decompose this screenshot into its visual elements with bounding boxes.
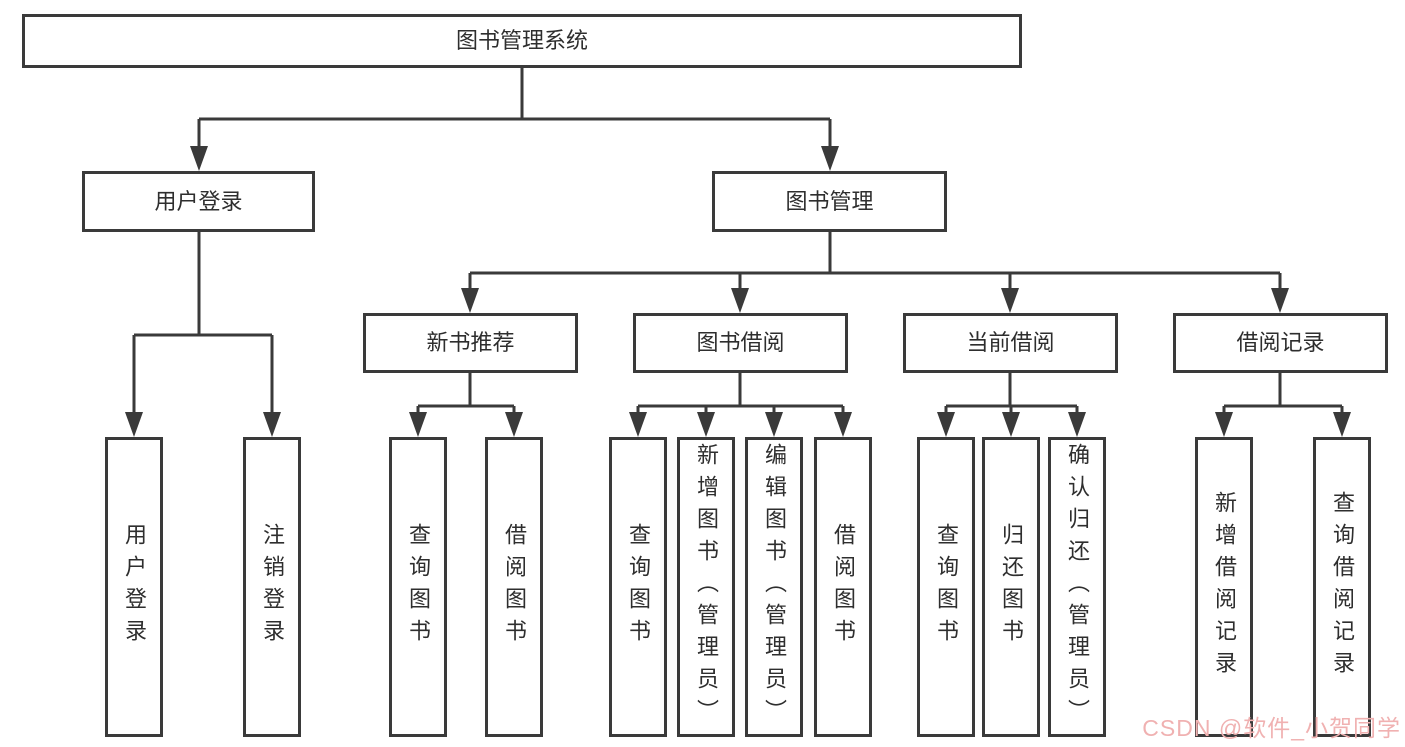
connector-book-borrow: [636, 373, 845, 414]
connector-book-mgmt: [468, 232, 1282, 290]
node-bb-query-book-label: 查询图书: [626, 523, 651, 651]
node-br-query-record: 查询借阅记录: [1313, 437, 1371, 737]
node-cb-confirm-return: 确认归还（管理员）: [1048, 437, 1106, 737]
node-cb-return-book: 归还图书: [982, 437, 1040, 737]
node-book-borrow: 图书借阅: [633, 313, 848, 373]
node-current-borrow-label: 当前借阅: [966, 330, 1055, 355]
node-cb-confirm-return-label: 确认归还（管理员）: [1065, 443, 1090, 731]
node-root: 图书管理系统: [22, 14, 1022, 68]
connector-user-login: [132, 232, 274, 414]
node-bb-add-book-label: 新增图书（管理员）: [694, 443, 719, 731]
node-bb-add-book: 新增图书（管理员）: [677, 437, 735, 737]
node-new-book-rec-label: 新书推荐: [426, 330, 515, 355]
node-borrow-records-label: 借阅记录: [1236, 330, 1325, 355]
node-root-label: 图书管理系统: [455, 28, 588, 53]
node-br-query-record-label: 查询借阅记录: [1330, 491, 1355, 683]
node-book-mgmt: 图书管理: [712, 171, 947, 232]
node-bb-query-book: 查询图书: [609, 437, 667, 737]
node-user-login-label: 用户登录: [154, 188, 243, 214]
connector-new-book-rec: [416, 373, 516, 414]
node-cb-return-book-label: 归还图书: [999, 523, 1024, 651]
node-nb-borrow-book: 借阅图书: [485, 437, 543, 737]
arrowheads: [125, 146, 1351, 437]
node-nb-query-book: 查询图书: [389, 437, 447, 737]
node-borrow-records: 借阅记录: [1173, 313, 1388, 373]
node-ul-logout-label: 注销登录: [260, 523, 285, 651]
node-br-add-record-label: 新增借阅记录: [1212, 491, 1237, 683]
node-cb-query-book-label: 查询图书: [934, 523, 959, 651]
node-new-book-rec: 新书推荐: [363, 313, 578, 373]
connector-current-borrow: [944, 373, 1079, 414]
node-bb-borrow-book-label: 借阅图书: [831, 523, 856, 651]
node-br-add-record: 新增借阅记录: [1195, 437, 1253, 737]
node-bb-borrow-book: 借阅图书: [814, 437, 872, 737]
node-book-borrow-label: 图书借阅: [696, 330, 785, 355]
node-current-borrow: 当前借阅: [903, 313, 1118, 373]
node-cb-query-book: 查询图书: [917, 437, 975, 737]
node-bb-edit-book-label: 编辑图书（管理员）: [762, 443, 787, 731]
node-bb-edit-book: 编辑图书（管理员）: [745, 437, 803, 737]
connector-borrow-records: [1222, 373, 1344, 414]
node-nb-query-book-label: 查询图书: [406, 523, 431, 651]
node-nb-borrow-book-label: 借阅图书: [502, 523, 527, 651]
node-user-login: 用户登录: [82, 171, 315, 232]
node-ul-user-login-label: 用户登录: [122, 523, 147, 651]
watermark: CSDN @软件_小贺同学: [1142, 715, 1401, 741]
node-ul-logout: 注销登录: [243, 437, 301, 737]
node-book-mgmt-label: 图书管理: [785, 188, 874, 214]
connector-root: [197, 68, 832, 148]
node-ul-user-login: 用户登录: [105, 437, 163, 737]
